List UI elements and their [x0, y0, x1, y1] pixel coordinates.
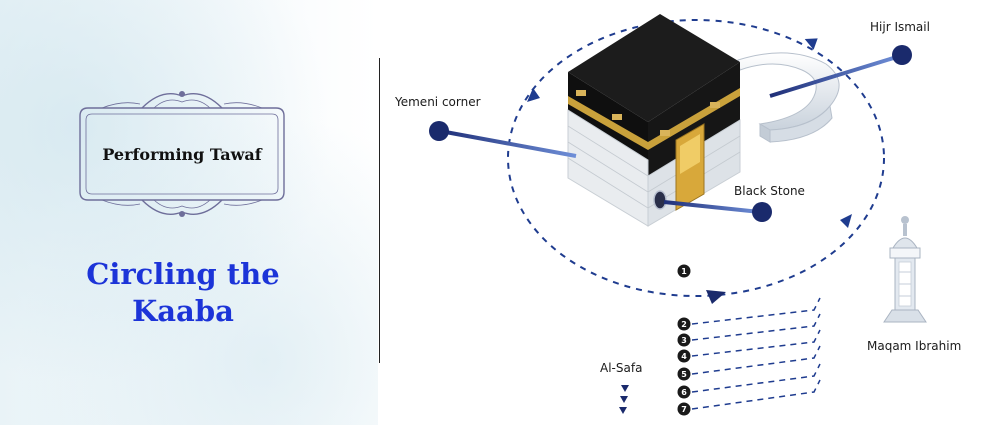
arrow-down-icon [621, 385, 629, 392]
maqam-ibrahim-structure [883, 216, 927, 323]
label-hijr-ismail: Hijr Ismail [870, 20, 930, 34]
circuit-badge-4 [677, 349, 691, 363]
circuit-badge-2 [677, 317, 691, 331]
circuit-badge-7 [677, 402, 691, 416]
circuit-number-7: 7 [681, 405, 687, 414]
hijr-ismail-dot-icon [892, 45, 912, 65]
label-yemeni-corner: Yemeni corner [395, 95, 481, 109]
circuit-badges: 1 2 3 4 5 6 7 [677, 264, 691, 416]
hijr-ismail-marker [769, 45, 912, 98]
circuit-number-4: 4 [681, 352, 687, 361]
divider [379, 58, 380, 363]
hijr-ismail-wall [737, 52, 840, 143]
path-arrow-top-left-icon [527, 88, 540, 102]
circuit-badge-3 [677, 333, 691, 347]
circuit-badge-5 [677, 367, 691, 381]
circuit-number-1: 1 [681, 267, 687, 276]
arrow-down-icon [619, 407, 627, 414]
yemeni-corner-marker [429, 121, 577, 158]
circuit-number-6: 6 [681, 388, 687, 397]
section-title: Performing Tawaf [102, 145, 262, 164]
circuit-number-5: 5 [681, 370, 687, 379]
ornamental-frame [79, 91, 285, 217]
left-panel [0, 0, 378, 425]
circuit-number-2: 2 [681, 320, 687, 329]
main-heading: Circling the Kaaba [40, 256, 326, 330]
circuit-badge-1 [677, 264, 691, 278]
path-arrow-top-icon [804, 38, 818, 50]
label-black-stone: Black Stone [734, 184, 805, 198]
black-stone-marker [663, 200, 772, 222]
arrow-down-icon [620, 396, 628, 403]
circuit-lines [691, 297, 821, 410]
label-maqam-ibrahim: Maqam Ibrahim [867, 339, 962, 353]
al-safa-arrows [619, 385, 629, 414]
yemeni-corner-dot-icon [429, 121, 449, 141]
tawaf-path [507, 19, 885, 297]
black-stone-dot-icon [752, 202, 772, 222]
label-al-safa: Al-Safa [600, 361, 643, 375]
kaaba [567, 14, 741, 227]
circuit-badge-6 [677, 385, 691, 399]
start-arrow-icon [706, 290, 726, 304]
heading-line-2: Kaaba [132, 294, 234, 328]
heading-line-1: Circling the [86, 257, 280, 291]
path-arrow-right-icon [840, 214, 852, 228]
circuit-number-3: 3 [681, 336, 687, 345]
